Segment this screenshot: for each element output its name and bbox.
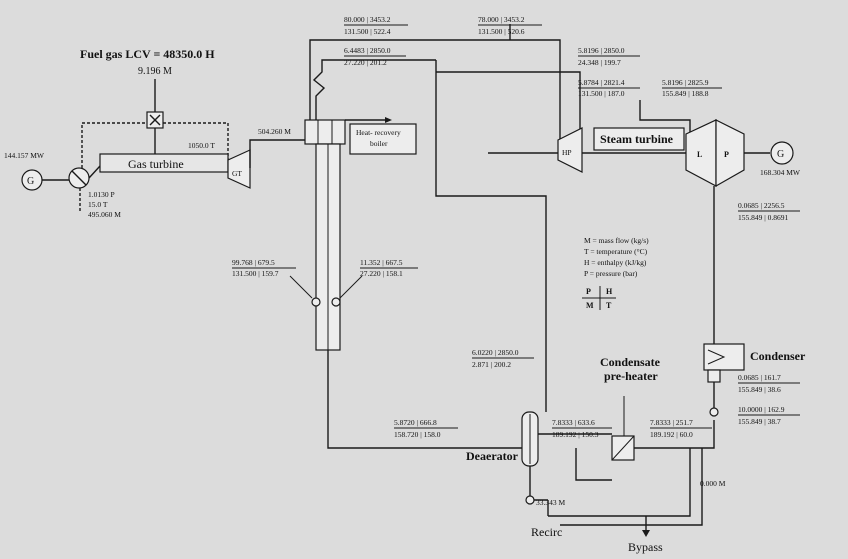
hp-fw-ph: 99.768 | 679.5 (232, 258, 275, 267)
exh-mt: 155.849 | 0.8691 (738, 213, 789, 222)
ip-b-mt: 131.500 | 187.0 (578, 89, 625, 98)
cond-out-ph: 0.0685 | 161.7 (738, 373, 781, 382)
legend-key-p: P (586, 287, 591, 296)
lp-sup-ph: 6.4483 | 2850.0 (344, 46, 391, 55)
air-line-right (163, 122, 229, 160)
lp-fw-mt: 27.220 | 158.1 (360, 269, 403, 278)
lp-steam-line (312, 59, 436, 120)
air-line-left (81, 122, 147, 168)
lp-pump-icon (331, 297, 341, 307)
fuel-mass-label: 9.196 M (138, 66, 172, 77)
dea-in-ph: 7.8333 | 633.6 (552, 418, 595, 427)
recirc-label: Recirc (531, 525, 562, 539)
legend-key-h: H (606, 287, 613, 296)
hrsg-label-box (349, 123, 417, 155)
hotwell (707, 369, 721, 383)
condensate-to-preheater (634, 420, 715, 449)
hp-fw-mt: 131.500 | 159.7 (232, 269, 279, 278)
bypass-mass: 0.000 M (700, 479, 726, 488)
recirc-line (529, 466, 548, 501)
compressor-mark (71, 170, 87, 186)
legend-p: P = pressure (bar) (584, 269, 638, 278)
gt-label: GT (232, 169, 242, 178)
dea-out-mt: 158.720 | 158.0 (394, 430, 441, 439)
legend-key-m: M (586, 301, 594, 310)
gt-expander (227, 149, 251, 189)
bleed-ph: 6.0220 | 2850.0 (472, 348, 519, 357)
deaerator-label: Deaerator (466, 449, 519, 463)
hp-steam-to-turbine (434, 39, 561, 140)
gas-turbine-label: Gas turbine (128, 157, 184, 171)
condenser-label: Condenser (750, 349, 806, 363)
hp-pump-icon (311, 297, 321, 307)
rh-mt: 131.500 | 520.6 (478, 27, 525, 36)
legend-h: H = enthalpy (kJ/kg) (584, 258, 647, 267)
hp-label: HP (562, 148, 572, 157)
ip-b-ph: 5.8784 | 2821.4 (578, 78, 625, 87)
legend: M = mass flow (kg/s) T = temperature (°C… (582, 236, 649, 310)
ip-c-ph: 5.8196 | 2825.9 (662, 78, 709, 87)
ip-a-ph: 5.8196 | 2850.0 (578, 46, 625, 55)
lp-sup-mt: 27.220 | 201.2 (344, 58, 387, 67)
air-inlet-p: 1.0130 P (88, 190, 115, 199)
valve-cross-b (149, 114, 161, 126)
recirc-mass: 33.343 M (536, 498, 566, 507)
lp-label-p: P (724, 150, 729, 159)
ip-crossover (639, 100, 691, 140)
pump-out-ph: 10.0000 | 162.9 (738, 405, 785, 414)
lp-label-l: L (697, 150, 702, 159)
ip-a-mt: 24.348 | 199.7 (578, 58, 621, 67)
bypass-label: Bypass (628, 540, 663, 554)
st-power-label: 168.304 MW (760, 168, 801, 177)
steam-turbine-box (593, 127, 685, 151)
dea-out-ph: 5.8720 | 666.8 (394, 418, 437, 427)
dea-in-mt: 189.192 | 150.3 (552, 430, 599, 439)
preheater-label-2: pre-heater (604, 369, 658, 383)
gt-power-label: 144.157 MW (4, 151, 45, 160)
ip-c-mt: 155.849 | 188.8 (662, 89, 709, 98)
ph-in-ph: 7.8333 | 251.7 (650, 418, 693, 427)
bypass-line (548, 448, 691, 517)
generator-right-symbol: G (777, 149, 784, 160)
bypass-line-2 (560, 448, 703, 526)
preheater-label-1: Condensate (600, 355, 661, 369)
stack-arrow (385, 117, 392, 123)
fuel-lcv-label: Fuel gas LCV = 48350.0 H (80, 47, 215, 61)
hrsg-top-block (304, 119, 346, 145)
exhaust-duct (249, 139, 305, 168)
steam-turbine-label: Steam turbine (600, 132, 674, 146)
legend-t: T = temperature (°C) (584, 247, 648, 256)
ip-line-a (436, 71, 581, 140)
hrsg-label-1: Heat- recovery (356, 128, 401, 137)
pump-out-mt: 155.849 | 38.7 (738, 417, 781, 426)
exh-ph: 0.0685 | 2256.5 (738, 201, 785, 210)
recirc-pump-icon (525, 495, 535, 505)
compressor-shaft (88, 165, 101, 179)
exhaust-mass: 504.260 M (258, 127, 291, 136)
hrsg-label-2: boiler (370, 139, 388, 148)
cond-out-mt: 155.849 | 38.6 (738, 385, 781, 394)
gt-exit-temp: 1050.0 T (188, 141, 215, 150)
lp-bleed-line (435, 60, 547, 372)
ph-in-mt: 189.192 | 60.0 (650, 430, 693, 439)
lp-fw-ph: 11.352 | 667.5 (360, 258, 403, 267)
preheater-diagonal (611, 435, 635, 461)
hp-main-mt: 131.500 | 522.4 (344, 27, 391, 36)
generator-right-icon (770, 141, 794, 165)
air-inlet-t: 15.0 T (88, 200, 108, 209)
condenser-coil (707, 349, 726, 365)
hp-main-ph: 80.000 | 3453.2 (344, 15, 391, 24)
air-inlet-m: 495.060 M (88, 210, 121, 219)
generator-left-symbol: G (27, 176, 34, 187)
condensate-pump-icon (709, 407, 719, 417)
legend-key-t: T (606, 301, 612, 310)
hp-steam-line (309, 39, 434, 120)
legend-m: M = mass flow (kg/s) (584, 236, 649, 245)
bleed-mt: 2.871 | 200.2 (472, 360, 511, 369)
lp-turbine-right (715, 119, 745, 188)
rh-ph: 78.000 | 3453.2 (478, 15, 525, 24)
feedwater-return-line (327, 350, 524, 449)
